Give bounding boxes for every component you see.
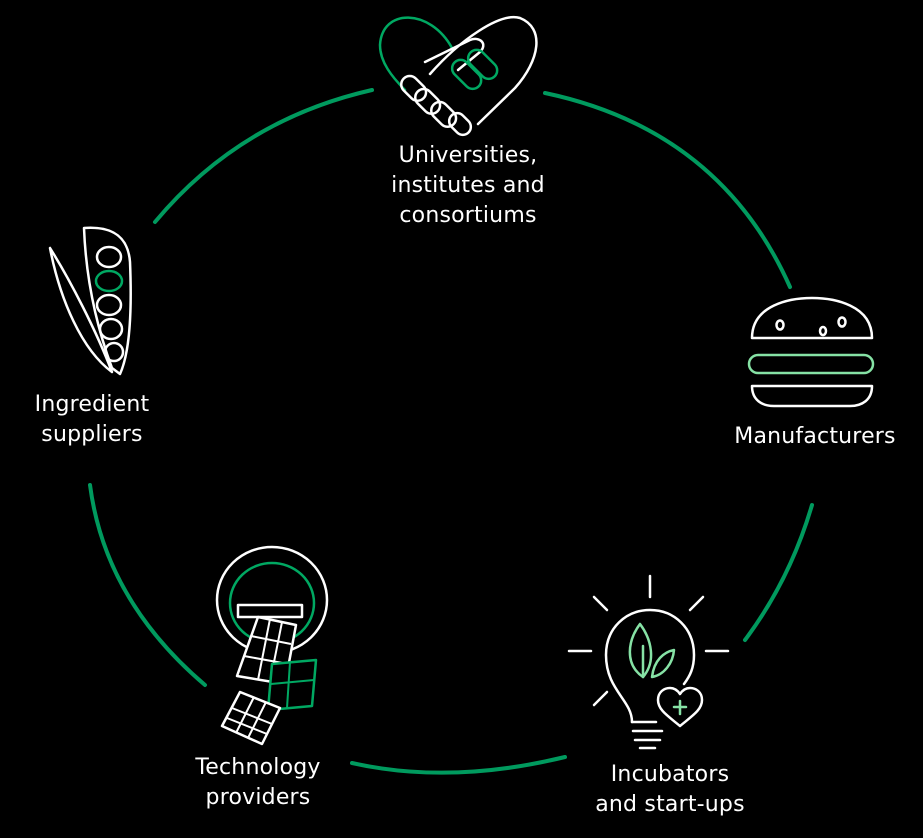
lightbulb-leaf-icon	[567, 574, 730, 750]
label-line: Technology	[195, 755, 321, 780]
node-label-manufacturers: Manufacturers	[715, 422, 915, 452]
label-line: suppliers	[41, 422, 143, 447]
arc-ingredients-universities	[153, 88, 374, 224]
label-line: consortiums	[399, 203, 537, 228]
burger-icon	[747, 296, 875, 408]
node-label-universities: Universities, institutes and consortiums	[368, 141, 568, 231]
label-line: institutes and	[391, 173, 545, 198]
node-label-incubators: Incubators and start-ups	[570, 760, 770, 820]
label-line: and start-ups	[595, 792, 745, 817]
label-line: Manufacturers	[734, 424, 896, 449]
cycle-ring	[88, 88, 814, 775]
arc-incubators-technology	[350, 755, 567, 775]
node-label-ingredients: Ingredient suppliers	[0, 390, 184, 450]
node-label-technology: Technology providers	[158, 753, 358, 813]
label-line: Incubators	[610, 762, 730, 787]
arc-universities-manufacturers	[543, 91, 792, 289]
label-line: Universities,	[398, 143, 538, 168]
label-line: providers	[205, 785, 311, 810]
arc-manufacturers-incubators	[743, 503, 814, 642]
pea-pod-icon	[48, 226, 132, 376]
label-line: Ingredient	[34, 392, 150, 417]
chip-cards-icon	[215, 545, 329, 746]
arc-technology-ingredients	[88, 483, 207, 687]
handshake-heart-icon	[378, 15, 538, 137]
